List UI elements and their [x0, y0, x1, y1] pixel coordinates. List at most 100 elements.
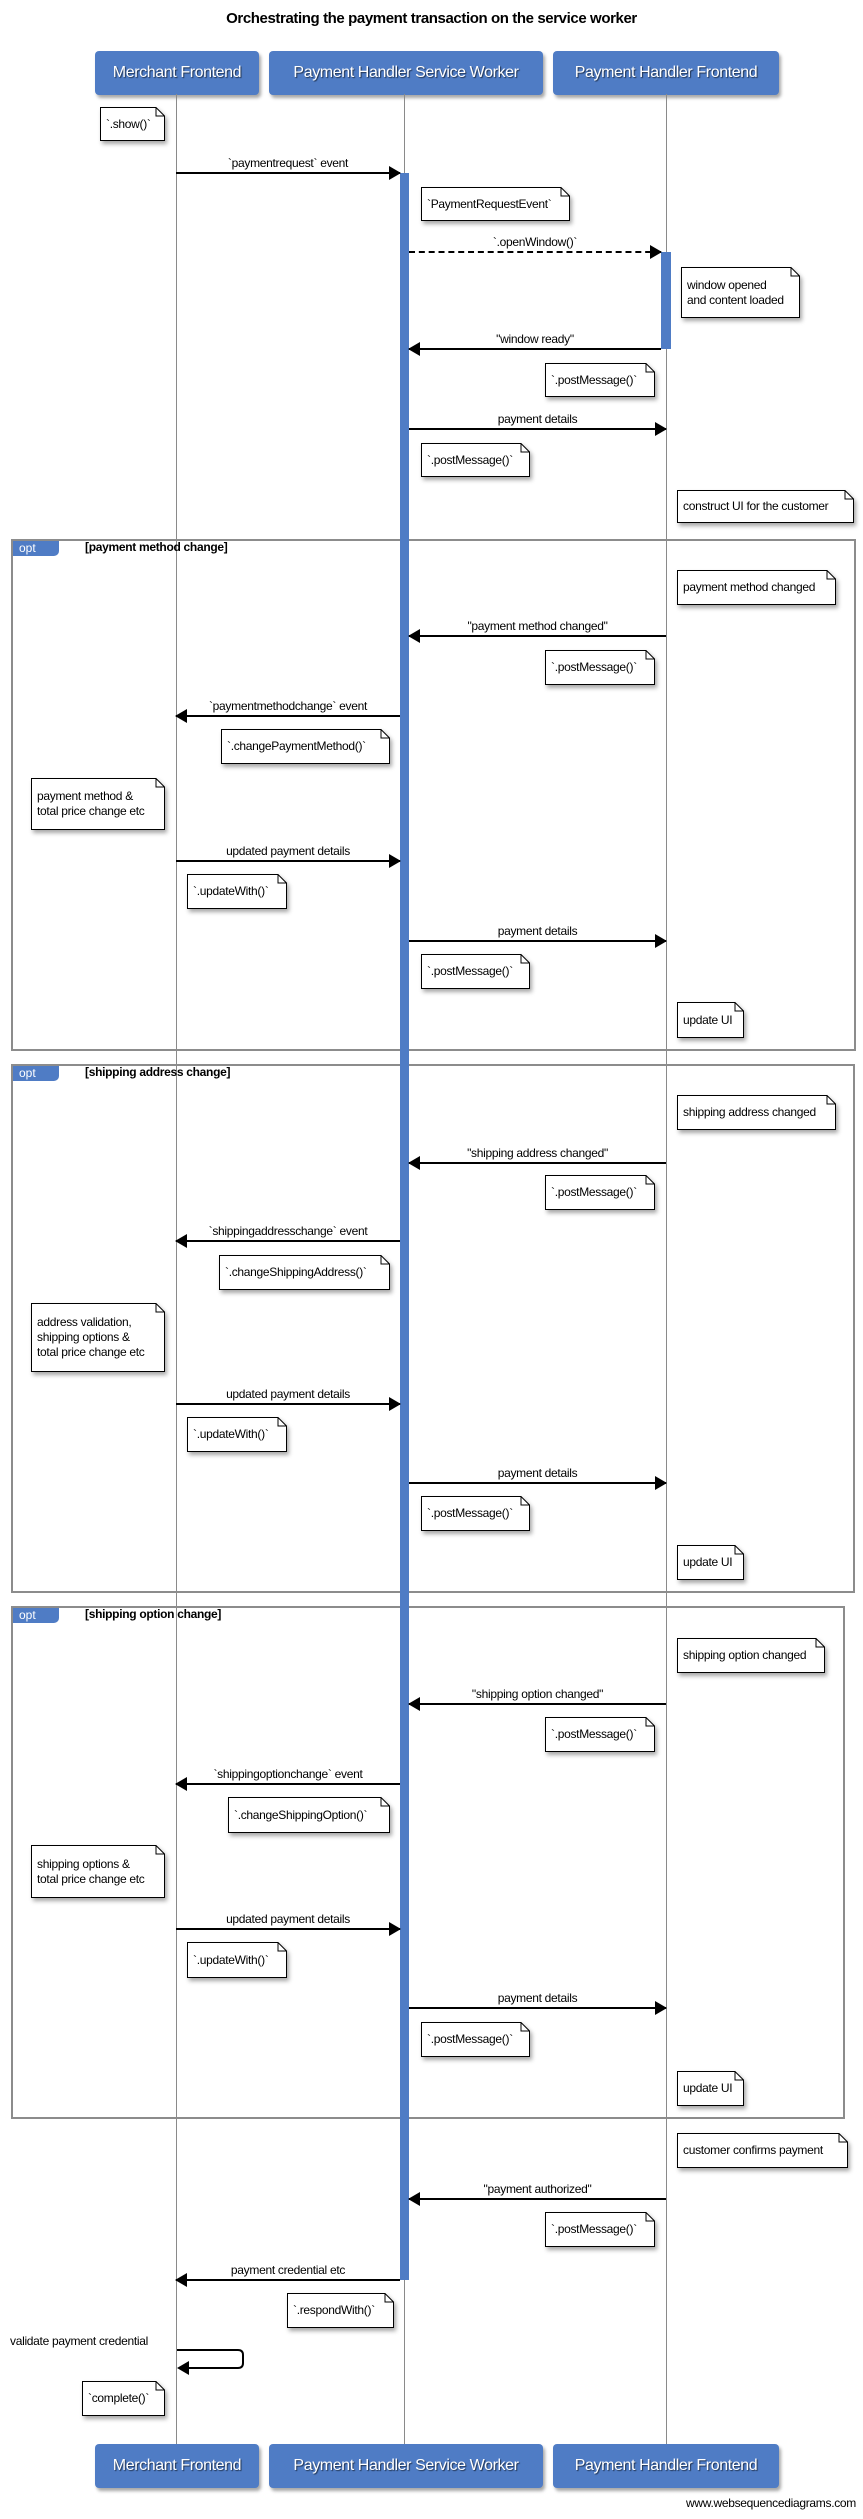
note-text: payment method changed — [683, 580, 816, 594]
activation-service-worker — [400, 173, 409, 2280]
message-label: payment details — [497, 1991, 578, 2005]
arrowhead-icon — [175, 709, 187, 723]
arrow-line — [176, 172, 400, 174]
note-fold-icon — [31, 1845, 165, 1898]
arrowhead-icon — [175, 1234, 187, 1248]
arrowhead-icon — [408, 629, 420, 643]
fragment-condition: [shipping option change] — [85, 1607, 222, 1621]
note: `.updateWith()` — [187, 1942, 287, 1978]
note-fold-icon — [221, 729, 390, 764]
note: `.postMessage()` — [421, 1496, 530, 1531]
message-label: updated payment details — [226, 844, 350, 858]
arrowhead-icon — [655, 422, 667, 436]
note: `.postMessage()` — [421, 2022, 530, 2057]
note-text: update UI — [683, 1555, 733, 1569]
note-fold-icon — [421, 187, 570, 221]
arrowhead-icon — [389, 166, 401, 180]
arrow-line — [409, 1482, 666, 1484]
arrowhead-icon — [408, 2192, 420, 2206]
note-fold-icon — [677, 1002, 744, 1038]
fragment-condition: [shipping address change] — [85, 1065, 231, 1079]
message-label: `.openWindow()` — [492, 235, 578, 249]
note-text: `.changePaymentMethod()` — [227, 739, 366, 753]
note-text: `.changeShippingAddress()` — [225, 1265, 367, 1279]
note: `.postMessage()` — [421, 443, 530, 477]
opt-fragment-shipping-option: opt [shipping option change] — [11, 1606, 845, 2119]
message-label: "window ready" — [496, 332, 574, 346]
fragment-tag: opt — [13, 1608, 59, 1623]
note-fold-icon — [545, 650, 655, 685]
arrow-line — [176, 1403, 400, 1405]
note: `.updateWith()` — [187, 874, 287, 909]
arrow-line — [176, 715, 400, 717]
opt-fragment-payment-method: opt [payment method change] — [11, 539, 856, 1051]
note-fold-icon — [677, 2071, 744, 2106]
note: window opened and content loaded — [681, 267, 800, 318]
note-fold-icon — [421, 2022, 530, 2057]
arrow-line — [409, 2007, 666, 2009]
note-fold-icon — [421, 954, 530, 989]
arrowhead-icon — [175, 2273, 187, 2287]
note: `.postMessage()` — [545, 2212, 655, 2247]
note-fold-icon — [677, 570, 836, 605]
note: `.updateWith()` — [187, 1417, 287, 1452]
note: shipping address changed — [677, 1095, 836, 1130]
note: shipping option changed — [677, 1638, 825, 1673]
message-label: updated payment details — [226, 1387, 350, 1401]
fragment-condition: [payment method change] — [85, 540, 228, 554]
note-fold-icon — [187, 874, 287, 909]
message-label: payment details — [497, 924, 578, 938]
arrow-line — [409, 635, 666, 637]
message-label: "shipping option changed" — [471, 1687, 604, 1701]
note: address validation, shipping options & t… — [31, 1303, 165, 1372]
note-text: update UI — [683, 2081, 733, 2095]
note-text: shipping options & total price change et… — [37, 1856, 145, 1886]
note-text: `.updateWith()` — [193, 884, 269, 898]
note: `.postMessage()` — [421, 954, 530, 989]
note-text: shipping address changed — [683, 1105, 816, 1119]
arrowhead-icon — [655, 2001, 667, 2015]
note: shipping options & total price change et… — [31, 1845, 165, 1898]
note-fold-icon — [681, 267, 800, 318]
note: `.postMessage()` — [545, 650, 655, 685]
note: `.postMessage()` — [545, 1717, 655, 1752]
lifeline-merchant-frontend — [176, 94, 177, 2444]
arrowhead-icon — [655, 1476, 667, 1490]
activation-handler-frontend — [661, 252, 671, 349]
note: `.changeShippingAddress()` — [219, 1255, 390, 1290]
note-text: `.changeShippingOption()` — [234, 1807, 368, 1822]
note-fold-icon — [545, 2212, 655, 2247]
note-fold-icon — [545, 1175, 655, 1210]
participant-service-worker-top: Payment Handler Service Worker — [269, 51, 543, 95]
note-fold-icon — [100, 107, 165, 141]
participant-merchant-frontend-top: Merchant Frontend — [95, 51, 259, 95]
note: payment method changed — [677, 570, 836, 605]
note-fold-icon — [187, 1942, 287, 1978]
arrow-line — [409, 1162, 666, 1164]
note-fold-icon — [228, 1797, 390, 1833]
note-text: `.postMessage()` — [551, 1185, 637, 1199]
opt-fragment-shipping-address: opt [shipping address change] — [11, 1064, 855, 1593]
arrow-line — [409, 1703, 666, 1705]
note-fold-icon — [677, 1638, 825, 1673]
note-fold-icon — [187, 1417, 287, 1452]
participant-handler-frontend-bottom: Payment Handler Frontend — [553, 2444, 779, 2488]
diagram-title: Orchestrating the payment transaction on… — [226, 10, 637, 27]
message-label: payment details — [497, 412, 578, 426]
note-fold-icon — [219, 1255, 390, 1290]
note: `.changeShippingOption()` — [228, 1797, 390, 1833]
note-fold-icon — [31, 778, 165, 830]
message-label: payment credential etc — [230, 2263, 346, 2277]
note: construct UI for the customer — [677, 490, 854, 523]
note-fold-icon — [677, 490, 854, 523]
arrow-line — [409, 428, 666, 430]
arrow-line — [409, 2198, 666, 2200]
note: `complete()` — [82, 2381, 165, 2416]
participant-merchant-frontend-bottom: Merchant Frontend — [95, 2444, 259, 2488]
self-message-arrow — [177, 2349, 244, 2375]
note-text: `.postMessage()` — [551, 1727, 637, 1741]
note-fold-icon — [287, 2293, 394, 2328]
note-fold-icon — [31, 1303, 165, 1372]
arrowhead-icon — [650, 245, 662, 259]
note-text: `.show()` — [106, 116, 151, 131]
